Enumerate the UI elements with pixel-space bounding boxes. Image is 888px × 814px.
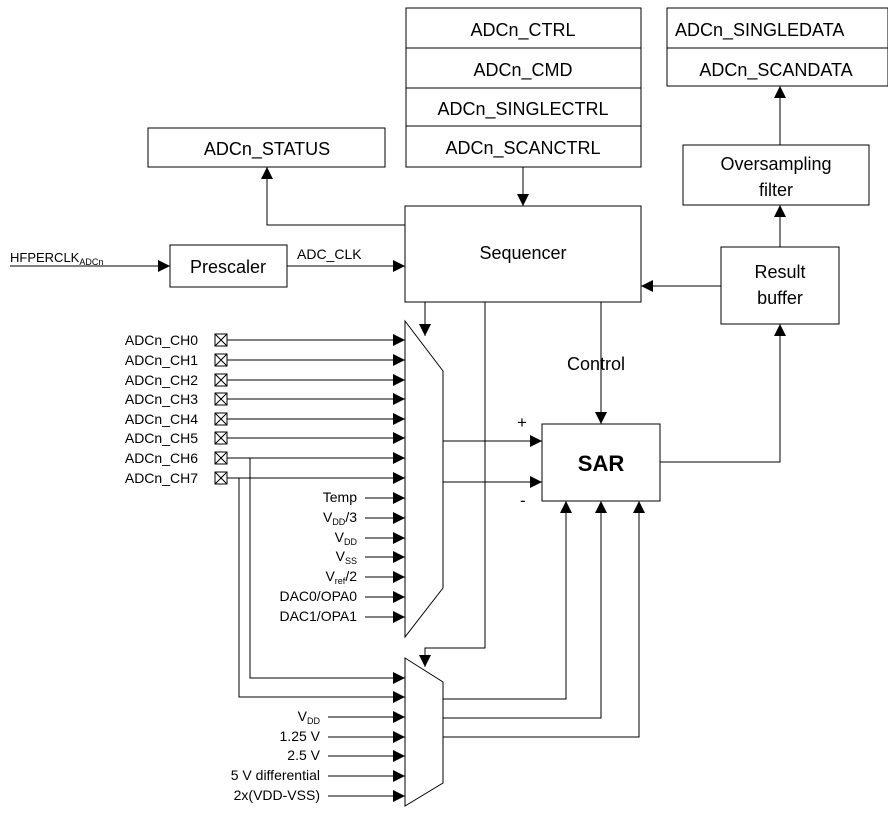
prescaler-label: Prescaler: [190, 257, 266, 277]
reference-inputs: VDD 1.25 V 2.5 V 5 V differential 2x(VDD…: [231, 708, 405, 803]
channel-input: ADCn_CH3: [125, 391, 405, 407]
channel-label: ADCn_CH1: [125, 352, 198, 368]
register-cmd: ADCn_CMD: [473, 60, 572, 81]
minus-sign: -: [520, 491, 526, 510]
channel-label: ADCn_CH2: [125, 372, 198, 388]
channel-inputs: ADCn_CH0 ADCn_CH1 ADCn_CH2 ADCn_CH3 ADCn…: [125, 332, 405, 486]
channel-label: ADCn_CH6: [125, 450, 198, 466]
ref-25-label: 2.5 V: [287, 747, 320, 763]
dac0-label: DAC0/OPA0: [279, 588, 357, 604]
ref-sar-wire-2: [443, 501, 607, 719]
dac1-label: DAC1/OPA1: [279, 608, 357, 624]
register-status: ADCn_STATUS: [204, 139, 330, 160]
channel-label: ADCn_CH7: [125, 470, 198, 486]
sequencer-box: [404, 205, 642, 303]
register-singledata: ADCn_SINGLEDATA: [675, 20, 844, 41]
input-mux: [404, 319, 444, 639]
plus-sign: +: [517, 413, 527, 432]
result-buffer-label-2: buffer: [757, 288, 803, 308]
internal-inputs: Temp VDD/3 VDD VSS Vref/2 DAC0/OPA0 DAC1…: [279, 489, 405, 624]
adc-clk-label: ADC_CLK: [297, 246, 362, 262]
ref-2x-label: 2x(VDD-VSS): [234, 787, 320, 803]
sequencer-refmux-select-wire: [419, 302, 486, 667]
channel-input: ADCn_CH5: [125, 430, 405, 446]
temp-label: Temp: [323, 489, 357, 505]
channel-label: ADCn_CH0: [125, 332, 198, 348]
channel-label: ADCn_CH5: [125, 430, 198, 446]
channel-label: ADCn_CH4: [125, 411, 198, 427]
ch7-ref-wire: [238, 478, 405, 703]
data-registers: ADCn_SINGLEDATA ADCn_SCANDATA: [666, 7, 888, 87]
sequencer-status-wire: [261, 167, 405, 226]
register-scanctrl: ADCn_SCANCTRL: [445, 138, 600, 159]
channel-label: ADCn_CH3: [125, 391, 198, 407]
hfperclk-label: HFPERCLKADCn: [10, 250, 103, 267]
control-label: Control: [567, 354, 625, 374]
sar-result-wire: [660, 324, 786, 463]
channel-input: ADCn_CH6: [125, 450, 405, 466]
register-ctrl: ADCn_CTRL: [470, 20, 575, 41]
channel-input: ADCn_CH4: [125, 411, 405, 427]
ref-125-label: 1.25 V: [280, 728, 321, 744]
sequencer-label: Sequencer: [479, 243, 566, 263]
register-singlectrl: ADCn_SINGLECTRL: [437, 99, 608, 120]
ref-sar-wire-3: [443, 501, 645, 738]
channel-input: ADCn_CH2: [125, 372, 405, 388]
ch6-ref-wire: [249, 458, 405, 684]
vdd-label: VDD: [335, 529, 358, 547]
register-stack: ADCn_CTRL ADCn_CMD ADCn_SINGLECTRL ADCn_…: [405, 7, 642, 168]
sar-label: SAR: [578, 451, 625, 476]
vdd3-label: VDD/3: [323, 509, 357, 527]
oversampling-filter-box: [682, 144, 870, 206]
ref-5diff-label: 5 V differential: [231, 767, 320, 783]
result-buffer-label-1: Result: [754, 262, 805, 282]
vss-label: VSS: [336, 548, 357, 566]
register-scandata: ADCn_SCANDATA: [699, 60, 852, 81]
channel-input: ADCn_CH1: [125, 352, 405, 368]
ref-sar-wire-1: [443, 501, 572, 700]
vref2-label: Vref/2: [325, 568, 357, 586]
status-register-box: [147, 127, 386, 168]
result-buffer-box: [720, 246, 840, 325]
channel-input: ADCn_CH0: [125, 332, 405, 348]
ref-vdd-label: VDD: [298, 708, 321, 726]
oversampling-label-2: filter: [759, 180, 793, 200]
reference-mux: [404, 657, 444, 807]
channel-input: ADCn_CH7: [125, 470, 405, 486]
oversampling-label-1: Oversampling: [720, 154, 831, 174]
